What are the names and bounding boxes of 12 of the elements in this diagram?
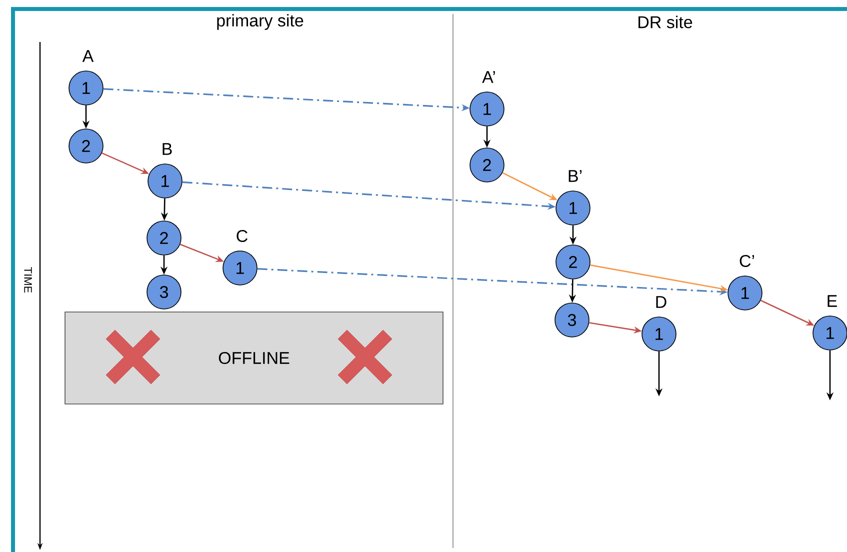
site-heading: primary site <box>215 13 305 31</box>
node-label: C’ <box>740 254 754 268</box>
node-label: A <box>82 50 94 62</box>
node-label: A’ <box>482 71 495 83</box>
node-label: C <box>236 230 248 242</box>
axis-label: TIME <box>23 266 33 294</box>
site-heading: DR site <box>636 14 694 30</box>
offline-box: OFFLINE <box>64 312 444 404</box>
node-label: B <box>162 143 172 155</box>
node-label: D <box>656 296 666 308</box>
node-label: E <box>828 295 837 307</box>
node-label: B’ <box>568 170 582 182</box>
